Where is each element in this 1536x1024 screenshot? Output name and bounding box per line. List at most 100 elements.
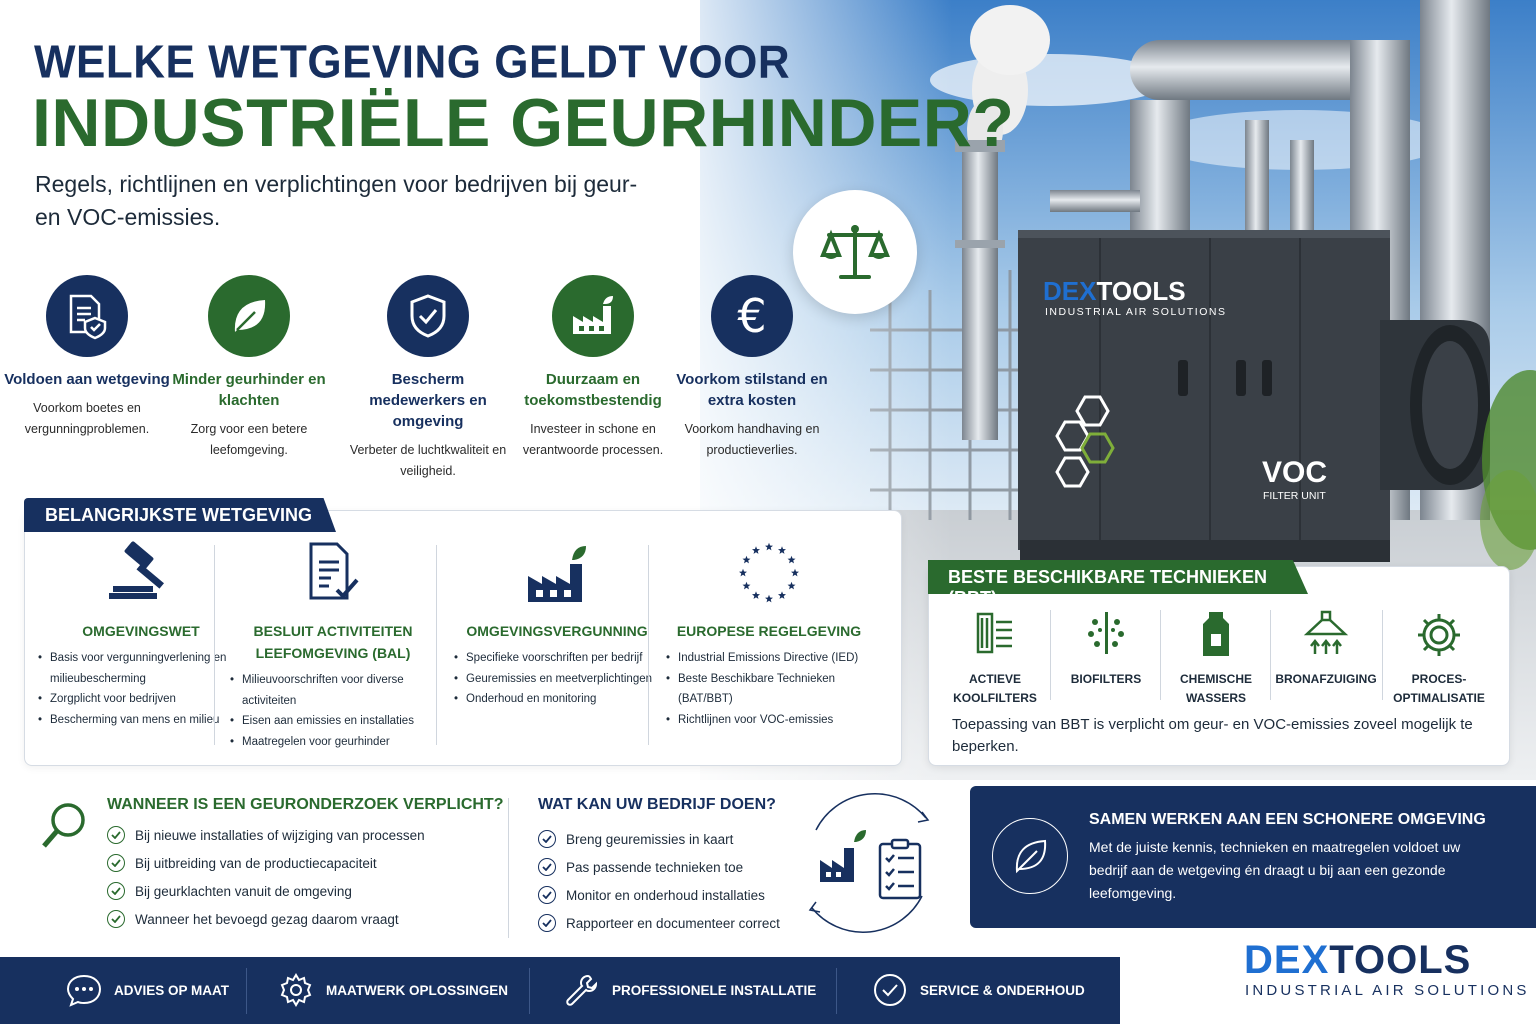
eu-star [739,568,747,577]
benefit-title: Duurzaam en toekomstbestendig [524,371,662,409]
onderzoek-heading: WANNEER IS EEN GEURONDERZOEK VERPLICHT? [107,796,504,813]
chat-icon [66,974,102,1007]
machine-brand-sub: INDUSTRIAL AIR SOLUTIONS [1045,306,1227,318]
law-bullet: Maatregelen voor geurhinder [228,732,438,753]
eu-stars-icon [664,540,874,612]
divider [1160,610,1161,700]
tech-koolfilters: ACTIEVE KOOLFILTERS [940,610,1050,708]
samen-heading: SAMEN WERKEN AAN EEN SCHONERE OMGEVING [1089,811,1486,828]
eu-star [791,568,799,577]
check-icon [538,886,556,904]
acties-item: Breng geuremissies in kaart [538,830,733,848]
document-check-icon [228,540,438,612]
check-icon [538,914,556,932]
scales-of-justice-icon [793,190,917,314]
law-bullet: Beste Beschikbare Technieken (BAT/BBT) [664,669,874,710]
divider [1270,610,1271,700]
gear-icon [1384,610,1494,660]
benefit-bescherm: Bescherm medewerkers en omgeving Verbete… [343,275,513,482]
shield-check-icon [387,275,469,357]
machine-voc-label: VOC [1262,456,1328,489]
benefit-duurzaam: Duurzaam en toekomstbestendig Investeer … [508,275,678,461]
footer-advies[interactable]: ADVIES OP MAAT [66,972,229,1008]
samen-text: Met de juiste kennis, technieken en maat… [1089,839,1461,901]
law-title: BESLUIT ACTIVITEITEN LEEFOMGEVING (BAL) [253,623,413,661]
machine-brand-tools: TOOLS [1096,276,1186,306]
carbon-filter-icon [940,610,1050,660]
onderzoek-item-text: Bij geurklachten vanuit de omgeving [135,883,352,899]
eu-star [752,591,760,599]
onderzoek-item: Bij geurklachten vanuit de omgeving [107,882,352,900]
footer-label: PROFESSIONELE INSTALLATIE [612,982,817,998]
check-circle-icon [874,974,906,1006]
acties-item: Pas passende technieken toe [538,858,743,876]
acties-item-text: Monitor en onderhoud installaties [566,887,765,903]
divider [1382,610,1383,700]
law-bullet: Geuremissies en meetverplichtingen [452,669,662,690]
divider [1050,610,1051,700]
bbt-note: Toepassing van BBT is verplicht om geur-… [952,716,1473,755]
benefit-minder-geurhinder: Minder geurhinder en klachten Zorg voor … [164,275,334,461]
benefit-title: Minder geurhinder en klachten [172,371,326,409]
law-bal: BESLUIT ACTIVITEITEN LEEFOMGEVING (BAL) … [228,540,438,752]
onderzoek-item: Wanneer het bevoegd gezag daarom vraagt [107,910,399,928]
divider [508,798,509,938]
onderzoek-item: Bij uitbreiding van de productiecapacite… [107,854,377,872]
eu-star [742,581,751,590]
footer-label: MAATWERK OPLOSSINGEN [326,982,508,998]
bbt-heading: BESTE BESCHIKBARE TECHNIEKEN (BBT) [928,560,1308,594]
footer-maatwerk[interactable]: MAATWERK OPLOSSINGEN [278,972,508,1008]
machine-brand-dex: DEX [1043,276,1097,306]
onderzoek-item-text: Wanneer het bevoegd gezag daarom vraagt [135,911,399,927]
divider [648,545,649,745]
tech-label: CHEMISCHE WASSERS [1179,672,1252,705]
factory-icon [452,540,662,612]
divider [529,968,530,1014]
page-title-line2: INDUSTRIËLE GEURHINDER? [32,85,1015,161]
eu-star [778,546,786,554]
law-bullet: Zorgplicht voor bedrijven [36,689,246,710]
footer-installatie[interactable]: PROFESSIONELE INSTALLATIE [564,972,816,1008]
law-bullet: Industrial Emissions Directive (IED) [664,648,874,669]
magnifier-icon [40,800,88,857]
law-bullet: Bescherming van mens en milieu [36,710,246,731]
leaf-icon [208,275,290,357]
law-omgevingswet: OMGEVINGSWET Basis voor vergunningverlen… [36,540,246,730]
leaf-icon [992,818,1068,894]
law-bullet: Basis voor vergunningverlening en milieu… [36,648,246,689]
benefit-voorkom-stilstand: € Voorkom stilstand en extra kosten Voor… [667,275,837,461]
benefit-desc: Voorkom handhaving en productieverlies. [684,422,820,457]
onderzoek-item: Bij nieuwe installaties of wijziging van… [107,826,425,844]
law-omgevingsvergunning: OMGEVINGSVERGUNNING Specifieke voorschri… [452,540,662,710]
benefit-title: Bescherm medewerkers en omgeving [369,371,487,430]
tech-chemische-wassers: CHEMISCHE WASSERS [1161,610,1271,708]
eu-star [765,594,773,603]
gavel-icon [36,540,246,612]
benefit-voldoen: Voldoen aan wetgeving Voorkom boetes en … [2,275,172,440]
extraction-hood-icon [1271,610,1381,660]
biofilter-icon [1051,610,1161,660]
check-icon [538,858,556,876]
law-bullet: Richtlijnen voor VOC-emissies [664,710,874,731]
law-europese-regelgeving: EUROPESE REGELGEVING Industrial Emission… [664,540,874,730]
check-icon [538,830,556,848]
check-icon [107,910,125,928]
law-title: OMGEVINGSVERGUNNING [466,623,648,639]
machine-voc-sub: FILTER UNIT [1263,490,1326,502]
benefit-desc: Zorg voor een betere leefomgeving. [190,422,308,457]
euro-icon: € [711,275,793,357]
document-shield-icon [46,275,128,357]
footer-label: ADVIES OP MAAT [114,982,230,998]
acties-item-text: Rapporteer en documenteer correct [566,915,780,931]
divider [836,968,837,1014]
eu-star [787,581,796,590]
benefit-title: Voldoen aan wetgeving [4,371,170,388]
eu-star [765,542,773,551]
tech-procesoptimalisatie: PROCES-OPTIMALISATIE [1384,610,1494,708]
footer-service[interactable]: SERVICE & ONDERHOUD [872,972,1085,1008]
divider [214,545,215,745]
dextools-logo: DEXTOOLS [1244,938,1471,983]
law-bullet: Milieuvoorschriften voor diverse activit… [228,670,438,711]
eu-star [778,591,786,599]
onderzoek-item-text: Bij nieuwe installaties of wijziging van… [135,827,425,843]
